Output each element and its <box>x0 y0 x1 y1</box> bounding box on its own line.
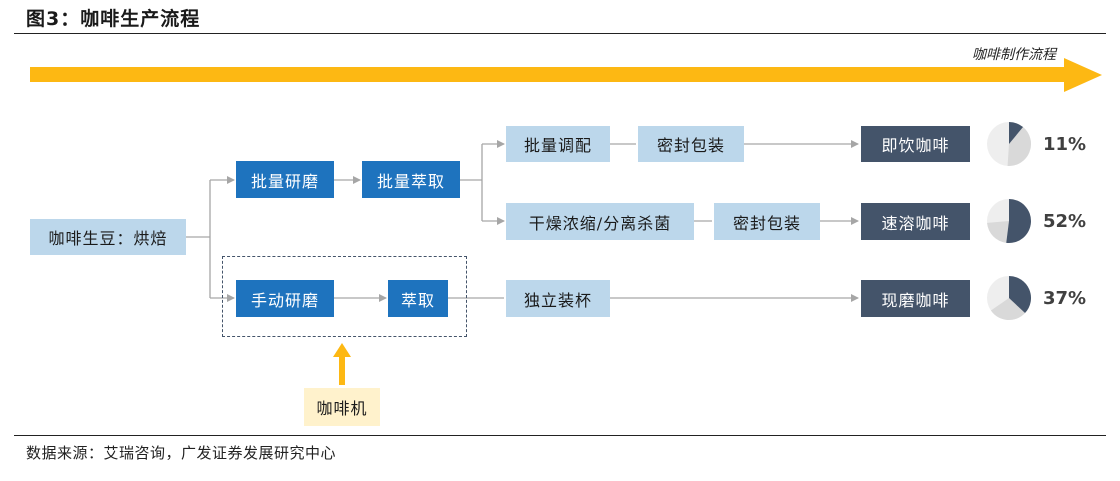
node-fresh-ground-coffee: 现磨咖啡 <box>861 280 970 317</box>
pie-instant <box>987 122 1031 166</box>
node-batch-grind: 批量研磨 <box>236 161 334 198</box>
share-label-fresh: 37% <box>1043 288 1087 309</box>
node-beans-roast: 咖啡生豆：烘焙 <box>30 219 186 255</box>
machine-up-arrow <box>333 343 351 385</box>
node-manual-grind: 手动研磨 <box>236 280 334 317</box>
share-label-soluble: 52% <box>1043 211 1087 232</box>
node-soluble-coffee: 速溶咖啡 <box>861 203 970 240</box>
pie-soluble <box>987 199 1031 243</box>
bottom-rule <box>14 435 1106 436</box>
pie-rest-shade <box>990 298 1026 320</box>
top-rule <box>14 33 1106 34</box>
coffee-machine-group-box <box>222 256 467 337</box>
pie-rest-shade <box>987 221 1009 243</box>
node-dry-concentrate: 干燥浓缩/分离杀菌 <box>506 203 694 240</box>
node-seal-pack-1: 密封包装 <box>638 126 744 162</box>
process-arrow-head <box>1064 58 1102 92</box>
figure-title: 图3：咖啡生产流程 <box>26 8 201 30</box>
source-note: 数据来源：艾瑞咨询，广发证券发展研究中心 <box>26 444 337 462</box>
node-seal-pack-2: 密封包装 <box>714 203 820 240</box>
node-coffee-machine: 咖啡机 <box>304 388 380 426</box>
pie-share-slice <box>1009 276 1031 314</box>
pie-rest-shade <box>1007 127 1031 166</box>
node-cup-pack: 独立装杯 <box>506 280 610 317</box>
node-instant-coffee: 即饮咖啡 <box>861 126 970 162</box>
pie-share-slice <box>1006 199 1031 243</box>
node-batch-extract: 批量萃取 <box>362 161 460 198</box>
share-label-instant: 11% <box>1043 134 1087 155</box>
pie-share-slice <box>1009 122 1024 144</box>
node-extract: 萃取 <box>388 280 448 317</box>
node-batch-mix: 批量调配 <box>506 126 610 162</box>
flow-label: 咖啡制作流程 <box>972 47 1056 63</box>
pie-fresh <box>987 276 1031 320</box>
process-arrow-bar <box>30 67 1070 82</box>
